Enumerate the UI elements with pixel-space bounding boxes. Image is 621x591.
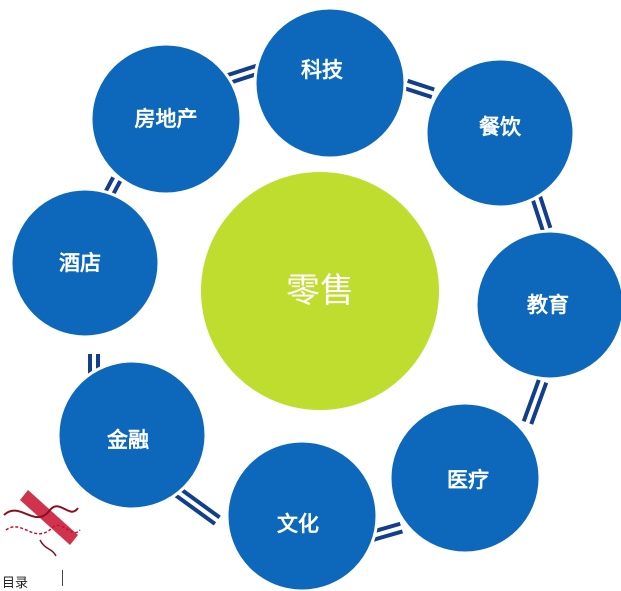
node-education-label: 教育 [527,293,569,317]
node-real-estate-label: 房地产 [135,107,198,131]
node-catering: 餐饮 [424,57,576,209]
connector-education-medical [521,379,549,425]
node-finance-circle [56,359,208,511]
connector-tech-catering [404,78,435,99]
node-finance-label: 金融 [106,428,149,452]
node-catering-circle [424,57,576,209]
node-tech-circle [253,6,407,160]
node-education-circle [474,229,621,381]
node-finance: 金融 [56,359,208,511]
node-catering-label: 餐饮 [479,115,522,139]
node-culture-label: 文化 [277,512,319,536]
node-medical-label: 医疗 [447,468,489,492]
ribbon-decoration [3,490,81,557]
center-label: 零售 [286,271,354,311]
node-real-estate-circle [89,42,243,196]
node-hotel-label: 酒店 [59,251,101,275]
center-circle [201,172,439,410]
corner-divider [62,570,63,586]
node-hotel-circle [9,187,161,339]
center-node: 零售 [201,172,439,410]
node-medical-circle [388,401,542,555]
node-culture: 文化 [225,439,379,590]
node-medical: 医疗 [388,401,542,555]
node-tech: 科技 [253,6,407,160]
node-tech-label: 科技 [301,58,344,82]
node-real-estate: 房地产 [89,42,243,196]
node-education: 教育 [474,229,621,381]
node-hotel: 酒店 [9,187,161,339]
connectors [88,62,553,543]
node-culture-circle [225,439,379,590]
connector-catering-education [529,193,553,231]
corner-text: 目录 [2,576,29,591]
